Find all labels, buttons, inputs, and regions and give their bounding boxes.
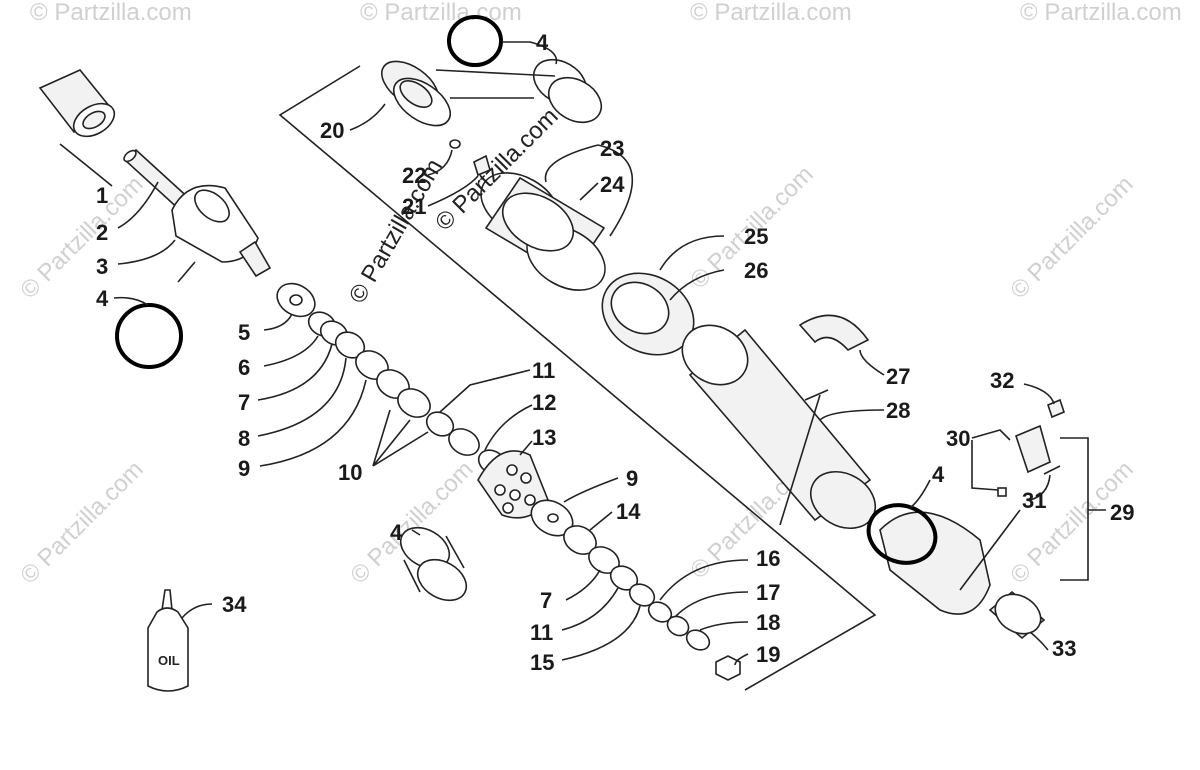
- callout-7-lower: 7: [540, 588, 552, 613]
- callout-20: 20: [320, 118, 344, 143]
- callout-27: 27: [886, 364, 910, 389]
- callout-4-left: 4: [96, 286, 109, 311]
- callout-9-upper: 9: [238, 456, 250, 481]
- callout-25: 25: [744, 224, 768, 249]
- callout-26: 26: [744, 258, 768, 283]
- callout-19: 19: [756, 642, 780, 667]
- part-4-band-lower: [399, 526, 468, 602]
- part-4-band-top: [532, 58, 603, 124]
- callout-17: 17: [756, 580, 780, 605]
- callout-24: 24: [600, 172, 625, 197]
- callout-3: 3: [96, 254, 108, 279]
- callout-13: 13: [532, 425, 556, 450]
- callout-21: 21: [402, 194, 426, 219]
- watermark-7: © Partzilla.com: [1005, 171, 1138, 304]
- watermark-5: © Partzilla.com: [15, 171, 148, 304]
- part-22-small-oring: [449, 139, 461, 149]
- callout-22: 22: [402, 163, 426, 188]
- callout-4-top: 4: [536, 30, 549, 55]
- callout-30: 30: [946, 426, 970, 451]
- callout-1: 1: [96, 183, 108, 208]
- callout-4-lower: 4: [390, 520, 403, 545]
- part-34-oil-bottle: OIL: [147, 589, 189, 692]
- callout-8: 8: [238, 426, 250, 451]
- callout-10: 10: [338, 460, 362, 485]
- watermark-1: © Partzilla.com: [30, 0, 192, 26]
- part-2-3-shaft-eyelet: [123, 148, 272, 278]
- oil-label: OIL: [158, 653, 180, 668]
- partzilla-watermark-main: © Partzilla.com: [344, 154, 448, 308]
- part-29-32-valve-assembly: [997, 398, 1065, 497]
- callout-numbers: 1 2 3 4 5 6 7 8 9 10 11 12 13 9 14 4 7 1…: [96, 30, 1134, 675]
- part-33-bushing: [988, 590, 1046, 640]
- callout-32: 32: [990, 368, 1014, 393]
- callout-11-lower: 11: [530, 620, 553, 645]
- assembly-bracket: [278, 65, 877, 691]
- callout-2: 2: [96, 220, 108, 245]
- part-27-clip: [798, 314, 870, 351]
- callout-15: 15: [530, 650, 554, 675]
- callout-9-lower: 9: [626, 466, 638, 491]
- part-4-oring-left: [115, 303, 183, 369]
- callout-14: 14: [616, 499, 641, 524]
- part-1-bushing: [38, 69, 116, 138]
- callout-11-upper: 11: [532, 358, 555, 383]
- part-20-bearing-cap: [381, 60, 451, 127]
- callout-12: 12: [532, 390, 556, 415]
- callout-31: 31: [1022, 488, 1046, 513]
- callout-28: 28: [886, 398, 910, 423]
- leader-lines: [59, 41, 1106, 666]
- watermark-8: © Partzilla.com: [15, 456, 148, 589]
- part-21-valve: [473, 154, 491, 177]
- watermark-2: © Partzilla.com: [360, 0, 522, 26]
- part-28-shock-body: [681, 324, 876, 530]
- part-4-reservoir-housing: [866, 503, 991, 615]
- part-4-oring-top: [447, 15, 503, 67]
- callout-23: 23: [600, 136, 624, 161]
- callout-16: 16: [756, 546, 780, 571]
- shim-stack-lower: [530, 499, 741, 681]
- watermark-4: © Partzilla.com: [1020, 0, 1182, 26]
- part-13-piston: [477, 450, 549, 519]
- callout-5: 5: [238, 320, 250, 345]
- callout-34: 34: [222, 592, 247, 617]
- callout-4-right: 4: [932, 462, 945, 487]
- part-5-washer: [276, 282, 316, 318]
- shim-stack-upper: [307, 311, 507, 475]
- callout-29: 29: [1110, 500, 1134, 525]
- watermark-3: © Partzilla.com: [690, 0, 852, 26]
- callout-18: 18: [756, 610, 780, 635]
- callout-6: 6: [238, 355, 250, 380]
- callout-7-upper: 7: [238, 390, 250, 415]
- callout-33: 33: [1052, 636, 1076, 661]
- watermark-layer: © Partzilla.com © Partzilla.com © Partzi…: [15, 0, 1182, 589]
- part-23-24-sleeve: [480, 172, 606, 291]
